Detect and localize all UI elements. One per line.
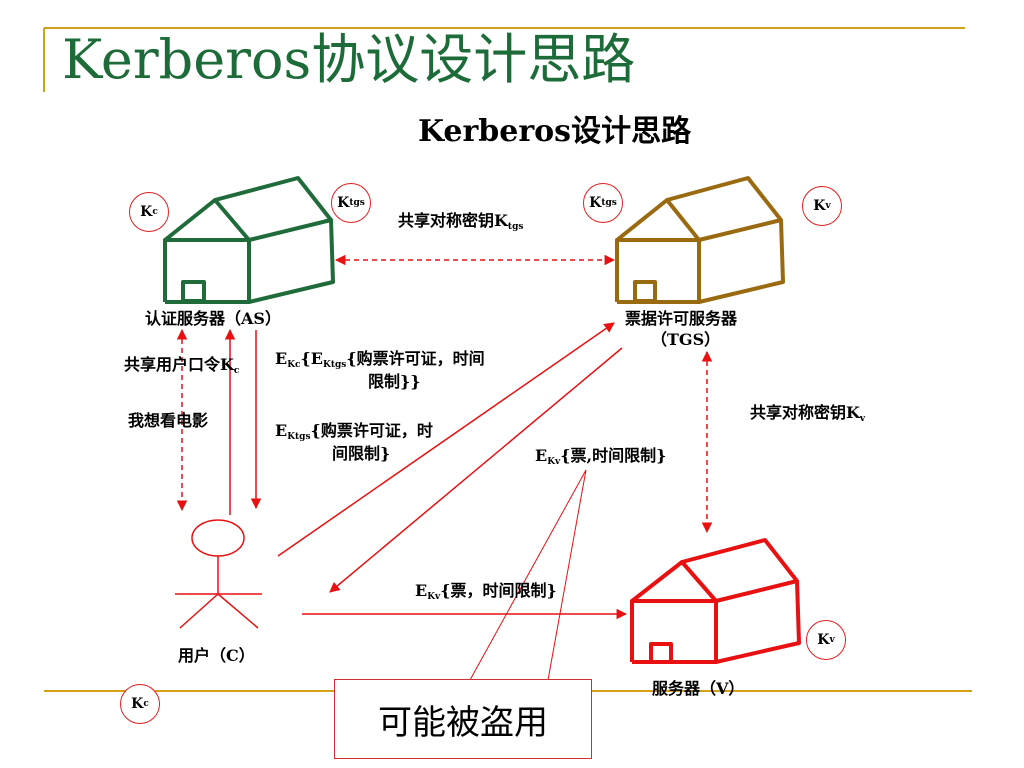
user-to-tgs-arrow bbox=[277, 322, 615, 557]
tgs-house-icon bbox=[615, 176, 785, 304]
server-house-icon bbox=[630, 538, 801, 664]
request-label: 我想看电影 bbox=[128, 411, 209, 430]
page-title: Kerberos协议设计思路 bbox=[62, 28, 636, 91]
as-label: 认证服务器（AS） bbox=[145, 309, 281, 328]
as-tgs-shared-key-label: 共享对称密钥Ktgs bbox=[398, 211, 524, 232]
message-user-tgs-line2: 间限制} bbox=[332, 444, 391, 463]
diagram-subtitle: Kerberos设计思路 bbox=[418, 114, 692, 149]
message-as-reply-line1: EKc{EKtgs{购票许可证，时间 bbox=[275, 349, 485, 370]
message-tgs-reply: EKv{票,时间限制} bbox=[535, 446, 667, 467]
callout-pointer-right bbox=[547, 469, 587, 681]
as-house-icon bbox=[163, 176, 335, 304]
message-as-reply-line2: 限制}} bbox=[368, 372, 421, 391]
user-label: 用户（C） bbox=[178, 646, 255, 665]
message-user-server: EKv{票，时间限制} bbox=[415, 581, 557, 602]
tgs-label-line1: 票据许可服务器 bbox=[625, 309, 738, 328]
tgs-server-shared-key-label: 共享对称密钥Kv bbox=[750, 403, 866, 424]
tgs-to-user-arrow bbox=[329, 347, 623, 593]
message-user-tgs-line1: EKtgs{购票许可证，时 bbox=[275, 421, 433, 442]
callout-pointer-left bbox=[469, 469, 587, 681]
user-as-shared-password-label: 共享用户口令Kc bbox=[124, 355, 240, 376]
tgs-label-line2: （TGS） bbox=[651, 330, 721, 349]
user-figure-icon bbox=[175, 519, 262, 629]
misuse-callout: 可能被盗用 bbox=[334, 679, 592, 759]
server-label: 服务器（V） bbox=[652, 679, 745, 698]
